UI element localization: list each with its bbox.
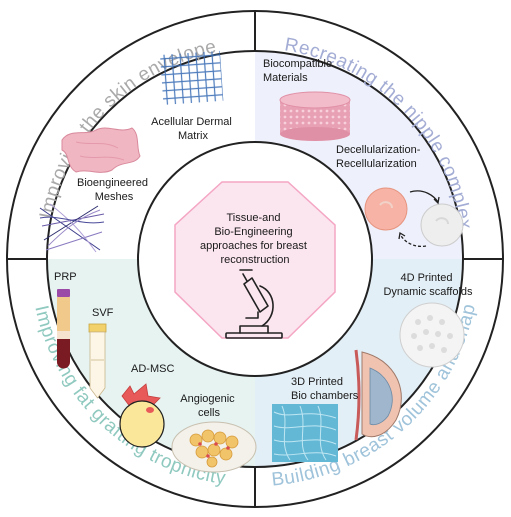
- label-3d-printed: 3D Printed Bio chambers: [291, 376, 359, 402]
- label-biocompatible: Biocompatible Materials: [263, 58, 335, 84]
- label-svf: SVF: [92, 307, 114, 319]
- microscope-icon: [225, 269, 283, 339]
- svf-tube-image: [88, 323, 107, 399]
- ad-msc-cell-image: [119, 383, 165, 448]
- breast-chamber-image: [354, 349, 402, 441]
- arrow-back-icon: [399, 233, 427, 248]
- center-octagon: [174, 181, 336, 339]
- acellular-matrix-image: [160, 50, 224, 105]
- label-prp: PRP: [54, 271, 77, 283]
- porous-scaffold-image: [279, 91, 351, 141]
- bioengineered-tissue-image: [61, 127, 141, 173]
- label-decellularization: Decellularization- Recellularization: [336, 144, 423, 170]
- angiogenic-cluster-image: [171, 421, 257, 473]
- center-title: Tissue-and Bio-Engineering approaches fo…: [200, 212, 310, 266]
- label-4d-printed: 4D Printed Dynamic scaffolds: [383, 272, 473, 298]
- dimpled-scaffold-image: [399, 302, 465, 368]
- prp-tube-image: [57, 289, 70, 369]
- label-ad-msc: AD-MSC: [131, 363, 174, 375]
- bio-chamber-mesh-image: [272, 404, 338, 462]
- nipple-cycle-image: [364, 187, 464, 248]
- label-angiogenic-cells: Angiogenic cells: [180, 393, 238, 419]
- arrow-forward-icon: [409, 190, 439, 203]
- fiber-mesh-image: [39, 203, 105, 253]
- label-acellular-matrix: Acellular Dermal Matrix: [151, 116, 235, 142]
- label-bioengineered-meshes: Bioengineered Meshes: [77, 177, 151, 203]
